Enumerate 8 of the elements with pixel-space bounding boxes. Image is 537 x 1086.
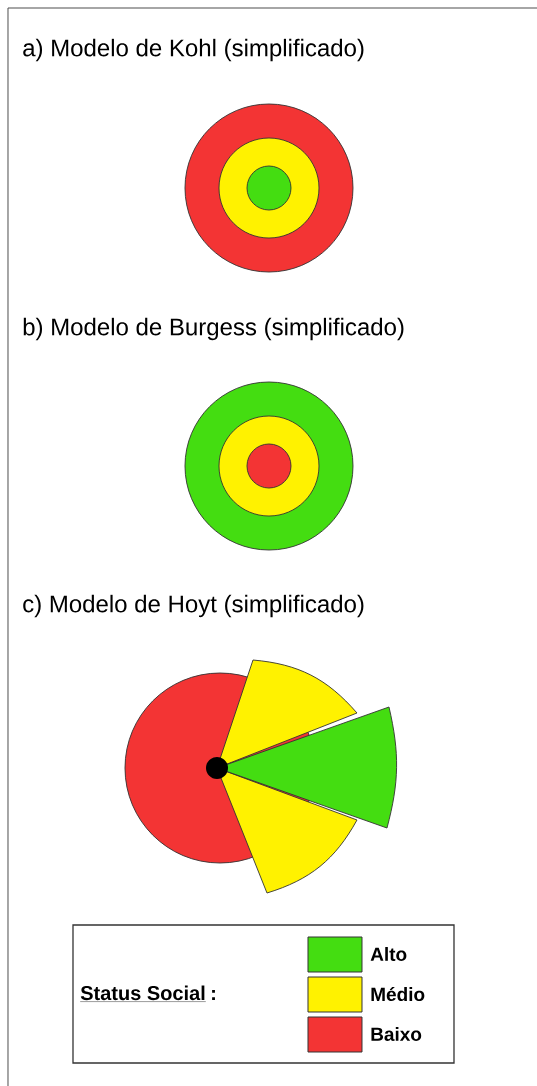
legend-label: Médio: [371, 986, 425, 1002]
panel-heading: a) Modelo de Kohl (simplificado): [23, 38, 364, 62]
legend-title: Status Social: [80, 985, 206, 1002]
panel-heading: c) Modelo de Hoyt (simplificado): [23, 594, 364, 618]
legend-label: Baixo: [371, 1027, 422, 1041]
panel-heading: b) Modelo de Burgess (simplificado): [23, 317, 404, 341]
legend-colon: :: [212, 989, 215, 1000]
legend-label: Alto: [370, 947, 407, 961]
